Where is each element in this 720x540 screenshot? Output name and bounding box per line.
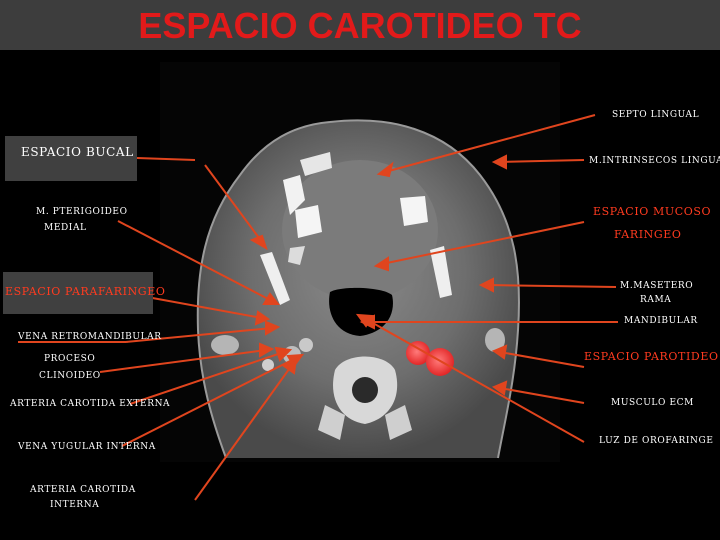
arrow-ecm-head	[491, 380, 508, 396]
arrow-carotida-externa-head	[274, 346, 293, 362]
label-pterigoideo-line2: MEDIAL	[44, 223, 87, 233]
skin-outline-left	[196, 121, 331, 459]
mandible-ramus-right	[430, 246, 452, 298]
label-masetero-line2: RAMA	[640, 295, 672, 305]
arrow-mucoso-head	[373, 256, 389, 272]
arrow-carotida-interna	[194, 364, 293, 501]
label-box-parafaringeo: ESPACIO PARAFARINGEO	[3, 272, 166, 314]
skin-outline-right	[329, 119, 521, 459]
oropharynx-airway	[329, 287, 393, 336]
label-clinoideo: CLINOIDEO	[39, 371, 101, 381]
label-carotida-externa: ARTERIA CAROTIDA EXTERNA	[10, 399, 171, 409]
label-carotida-interna-line1: ARTERIA CAROTIDA	[30, 485, 136, 495]
arrow-orofaringe-head	[355, 313, 374, 328]
arrow-vena-retro	[125, 327, 273, 343]
arrow-carotida-interna-head	[282, 357, 298, 375]
label-carotida-interna-line2: INTERNA	[50, 500, 100, 510]
label-pterigoideo-line1: M. PTERIGOIDEO	[36, 207, 128, 217]
label-masetero-line1: M.MASETERO	[620, 281, 694, 291]
arrow-septo-lingual	[384, 114, 596, 173]
arrow-vena-retro-head	[265, 320, 281, 336]
tooth-left-1	[283, 175, 305, 215]
arrow-parafaringeo	[146, 296, 263, 319]
tooth-left-2	[295, 205, 322, 238]
label-vena-retro: VENA RETROMANDIBULAR	[18, 332, 162, 342]
vertebral-lamina-left	[318, 405, 345, 440]
spinal-canal	[352, 377, 378, 403]
tooth-right-1	[400, 196, 428, 226]
vertebral-lamina-right	[385, 405, 412, 440]
arrow-proceso-head	[259, 342, 275, 358]
arrow-masetero	[486, 284, 617, 288]
arrow-orofaringe	[363, 317, 585, 443]
label-mucoso-line1: ESPACIO MUCOSO	[593, 205, 712, 218]
arrow-mucoso	[381, 221, 585, 265]
arrow-espacio-bucal-head	[249, 234, 268, 251]
label-orofaringe: LUZ DE OROFARINGE	[599, 436, 714, 446]
arrow-parotideo	[499, 351, 585, 368]
right-jugular-vein-highlight	[426, 348, 454, 376]
label-mucoso-line2: FARINGEO	[614, 228, 682, 241]
label-mandibular: MANDIBULAR	[624, 316, 698, 326]
left-jugular	[299, 338, 313, 352]
parotid-gland-left	[211, 335, 239, 355]
arrow-carotida-externa	[129, 351, 285, 405]
arrow-masetero-head	[478, 277, 494, 293]
arrow-proceso	[99, 349, 267, 373]
label-parafaringeo: ESPACIO PARAFARINGEO	[5, 285, 166, 298]
parotid-gland-right	[485, 328, 505, 352]
tooth-left-3	[300, 152, 332, 176]
arrow-pterigoideo	[117, 220, 273, 302]
label-yugular: VENA YUGULAR INTERNA	[18, 442, 156, 452]
label-box-espacio-bucal: ESPACIO BUCAL	[5, 136, 137, 181]
styloid-process-left	[262, 359, 274, 371]
mandible-ramus-left	[260, 252, 290, 305]
arrow-septo-lingual-head	[376, 161, 394, 178]
right-carotid-artery-highlight	[406, 341, 430, 365]
label-parotideo: ESPACIO PAROTIDEO	[584, 350, 719, 363]
label-ecm: MUSCULO ECM	[611, 398, 694, 408]
label-proceso: PROCESO	[44, 354, 96, 364]
label-espacio-bucal: ESPACIO BUCAL	[21, 145, 134, 159]
arrow-bucal-stub	[136, 157, 196, 161]
arrow-intrinsecos-head	[491, 154, 507, 170]
arrow-ecm	[499, 387, 585, 404]
arrow-espacio-bucal	[204, 164, 263, 243]
tongue	[282, 160, 438, 300]
arrow-parafaringeo-head	[254, 310, 271, 326]
page-title: ESPACIO CAROTIDEO TC	[138, 5, 582, 46]
arrow-intrinsecos	[499, 159, 585, 163]
title-bar	[0, 0, 720, 50]
pterygoid-plate-left	[288, 246, 305, 265]
arrow-parotideo-head	[491, 344, 508, 360]
arrow-pterigoideo-head	[262, 292, 281, 305]
arrow-yugular	[121, 357, 297, 447]
label-septo-lingual: SEPTO LINGUAL	[612, 110, 700, 120]
